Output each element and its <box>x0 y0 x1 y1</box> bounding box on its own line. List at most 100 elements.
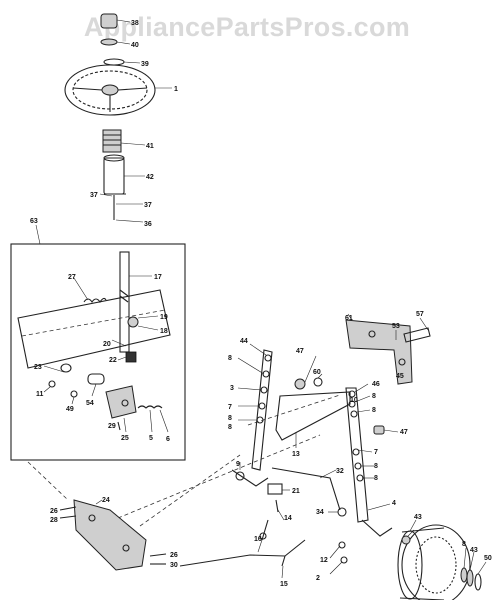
left-tie-rod-end[interactable] <box>231 462 269 487</box>
callout-8e: 8 <box>372 407 376 414</box>
right-spindle[interactable] <box>345 383 393 537</box>
callout-8d: 8 <box>372 393 376 400</box>
callout-47b: 47 <box>400 429 408 436</box>
callout-29: 29 <box>108 423 116 430</box>
callout-5: 5 <box>149 435 153 442</box>
right-bushing[interactable] <box>373 425 399 435</box>
callout-8b: 8 <box>228 415 232 422</box>
cotter-pin[interactable] <box>275 499 285 521</box>
column-bolts[interactable] <box>99 193 144 223</box>
callout-36: 36 <box>144 221 152 228</box>
steering-spring[interactable] <box>73 277 107 303</box>
hub-cap[interactable] <box>401 529 415 545</box>
callout-63: 63 <box>30 218 38 225</box>
callout-15: 15 <box>280 581 288 588</box>
steering-spacer[interactable] <box>103 58 141 66</box>
bushing-pair[interactable] <box>43 363 105 397</box>
callout-46: 46 <box>372 381 380 388</box>
callout-4: 4 <box>392 500 396 507</box>
front-wheel[interactable] <box>397 524 471 600</box>
callout-12: 12 <box>320 557 328 564</box>
drag-link[interactable] <box>179 539 306 579</box>
callout-20: 20 <box>103 341 111 348</box>
pivot-bolt[interactable] <box>257 519 269 553</box>
callout-50: 50 <box>484 555 492 562</box>
callout-37a: 37 <box>90 192 98 199</box>
steering-nut[interactable] <box>100 38 131 46</box>
callout-26a: 26 <box>50 508 58 515</box>
callout-6: 6 <box>166 436 170 443</box>
callout-17: 17 <box>154 274 162 281</box>
callout-19: 19 <box>160 314 168 321</box>
callout-61: 61 <box>345 315 353 322</box>
steering-cap[interactable] <box>100 13 131 29</box>
callout-14: 14 <box>284 515 292 522</box>
callout-39: 39 <box>141 61 149 68</box>
callout-45: 45 <box>396 373 404 380</box>
callout-47a: 47 <box>296 348 304 355</box>
steering-wheel[interactable] <box>64 64 172 116</box>
callout-57: 57 <box>416 311 424 318</box>
callout-42: 42 <box>146 174 154 181</box>
callout-8h: 8 <box>462 541 466 548</box>
spindle-hardware[interactable] <box>329 541 348 575</box>
callout-41: 41 <box>146 143 154 150</box>
callout-34: 34 <box>316 509 324 516</box>
shaft-washer[interactable] <box>43 380 56 393</box>
tie-rod-ball-joint[interactable] <box>328 507 347 517</box>
callout-1: 1 <box>174 86 178 93</box>
axle-washer[interactable] <box>313 373 323 387</box>
callout-8c: 8 <box>228 424 232 431</box>
callout-37b: 37 <box>144 202 152 209</box>
tie-rod-clevis[interactable] <box>267 483 290 495</box>
callout-24: 24 <box>102 497 110 504</box>
callout-43b: 43 <box>470 547 478 554</box>
callout-8g: 8 <box>374 475 378 482</box>
steering-shaft[interactable] <box>119 251 152 353</box>
callout-8a: 8 <box>228 355 232 362</box>
callout-16: 16 <box>254 536 262 543</box>
screw-small[interactable] <box>117 421 121 431</box>
axle-bracket[interactable] <box>73 499 147 571</box>
callout-7: 7 <box>228 404 232 411</box>
callout-32: 32 <box>336 468 344 475</box>
tie-rod[interactable] <box>271 467 341 511</box>
callout-60: 60 <box>313 369 321 376</box>
callout-27: 27 <box>68 274 76 281</box>
steering-column-sleeve[interactable] <box>103 154 145 195</box>
bracket-bolts[interactable] <box>59 506 167 565</box>
callout-28: 28 <box>50 517 58 524</box>
mounting-plate[interactable] <box>17 289 171 369</box>
steering-adapter[interactable] <box>102 129 146 153</box>
callout-11: 11 <box>36 391 44 398</box>
callout-25: 25 <box>121 435 129 442</box>
callout-38: 38 <box>131 20 139 27</box>
callout-26b: 26 <box>170 552 178 559</box>
axle-pivot-bushing[interactable] <box>294 355 317 390</box>
callout-18: 18 <box>160 328 168 335</box>
steering-support-bracket[interactable] <box>345 313 413 385</box>
bracket-bolt[interactable] <box>395 317 431 343</box>
callout-23: 23 <box>34 364 42 371</box>
callout-labels: 38 40 39 1 41 42 37 37 36 63 17 27 19 18… <box>30 20 492 588</box>
callout-43a: 43 <box>414 514 422 521</box>
front-axle[interactable] <box>275 391 351 448</box>
callout-54: 54 <box>86 400 94 407</box>
callout-44: 44 <box>240 338 248 345</box>
callout-53: 53 <box>392 323 400 330</box>
steering-gear-assembly-box[interactable] <box>10 224 186 461</box>
callout-3: 3 <box>230 385 234 392</box>
gear-bearing[interactable] <box>127 315 159 331</box>
callout-13: 13 <box>292 451 300 458</box>
hex-nut[interactable] <box>70 390 78 405</box>
sector-gear[interactable] <box>105 385 137 433</box>
left-spindle[interactable] <box>237 343 273 471</box>
gear-spring[interactable] <box>137 405 169 433</box>
callout-9: 9 <box>236 461 240 468</box>
callout-7b: 7 <box>374 449 378 456</box>
wheel-hub-washers[interactable] <box>409 519 487 591</box>
callout-49: 49 <box>66 406 74 413</box>
pinion-gear[interactable] <box>111 339 137 363</box>
callout-30: 30 <box>170 562 178 569</box>
